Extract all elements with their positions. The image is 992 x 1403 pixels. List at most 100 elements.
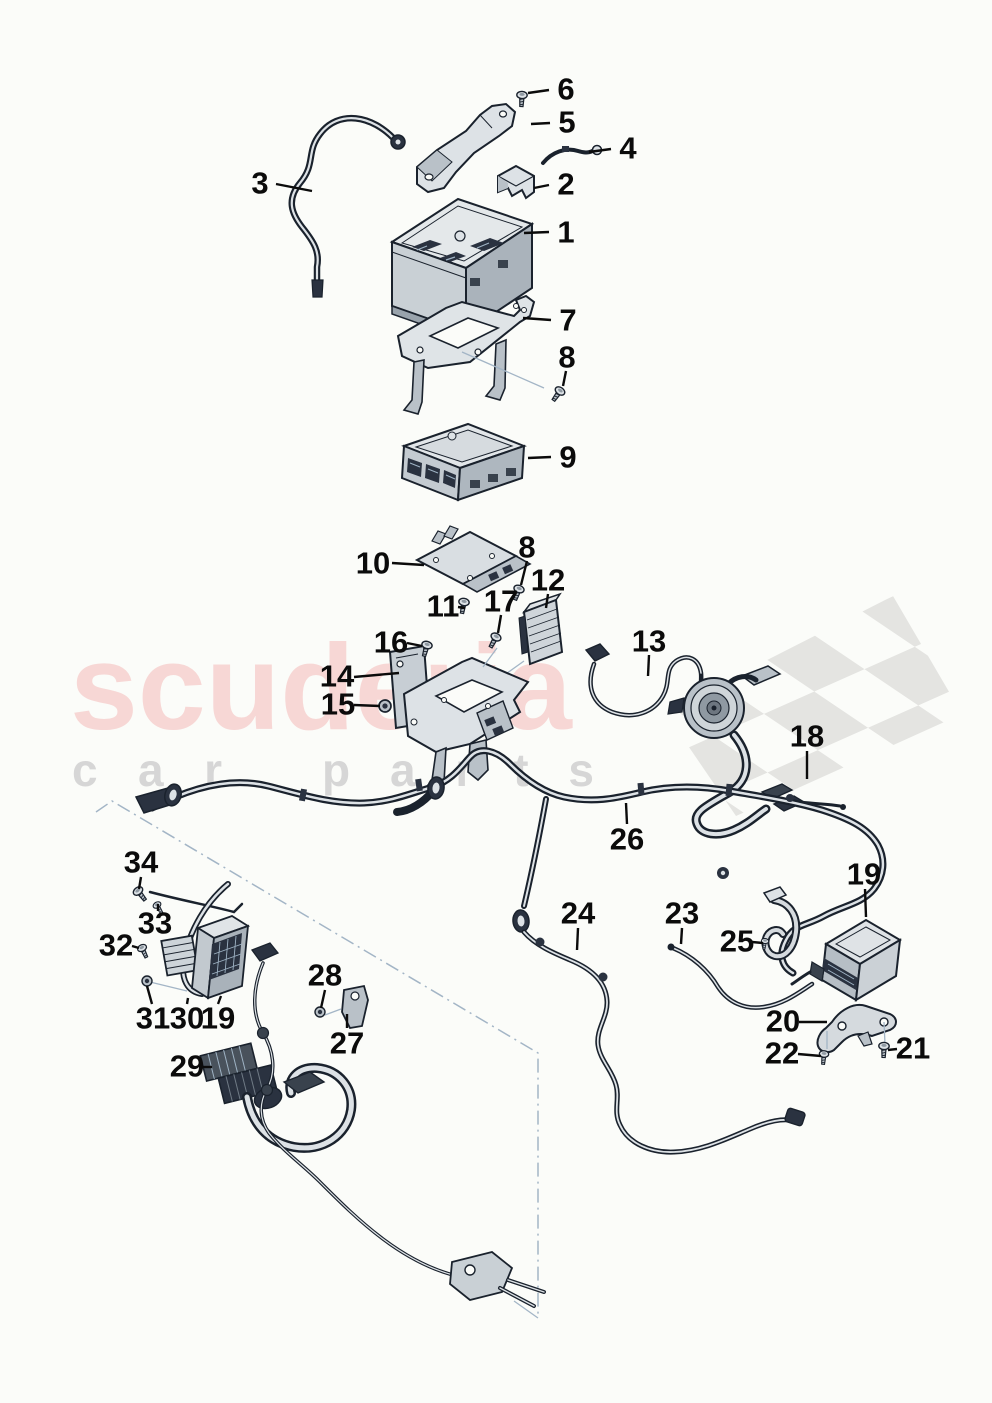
- svg-text:6: 6: [557, 72, 574, 107]
- svg-text:21: 21: [896, 1031, 930, 1066]
- part-harness-lower: [250, 942, 546, 1308]
- callout-29: 29: [170, 1049, 212, 1084]
- part-ground-strap-4: [541, 144, 603, 165]
- callout-3: 3: [251, 166, 313, 201]
- callout-31: 31: [136, 985, 170, 1036]
- callout-11: 11: [427, 589, 466, 624]
- part-bracket-20: [816, 1004, 897, 1054]
- callout-26: 26: [610, 802, 644, 857]
- callout-20: 20: [766, 1004, 827, 1039]
- callout-16: 16: [374, 625, 423, 660]
- svg-text:8: 8: [518, 530, 535, 565]
- svg-text:11: 11: [427, 589, 460, 624]
- callout-12: 12: [531, 563, 565, 609]
- part-hook-bracket-25: [761, 886, 801, 961]
- callout-28: 28: [308, 958, 342, 1009]
- callout-19: 19: [201, 995, 235, 1036]
- watermark-letter: p: [322, 744, 351, 796]
- callout-5: 5: [530, 105, 576, 140]
- part-screw-32: [135, 942, 152, 960]
- part-harness-26: [134, 747, 887, 977]
- callout-34: 34: [124, 845, 159, 890]
- part-module-19-right: [790, 918, 902, 1002]
- callout-10: 10: [356, 546, 425, 581]
- part-retaining-bracket-5: [416, 102, 517, 194]
- svg-text:12: 12: [531, 563, 565, 598]
- svg-text:28: 28: [308, 958, 342, 993]
- part-rod-33: [148, 890, 244, 914]
- part-cable-23: [667, 943, 815, 1010]
- svg-text:18: 18: [790, 719, 824, 754]
- callout-30: 30: [170, 997, 204, 1036]
- part-nut-28: [314, 1006, 326, 1018]
- svg-text:30: 30: [170, 1001, 204, 1036]
- svg-text:7: 7: [559, 303, 576, 338]
- svg-text:9: 9: [559, 440, 576, 475]
- svg-text:34: 34: [124, 845, 159, 880]
- callout-15: 15: [321, 687, 381, 722]
- watermark-letter: a: [138, 744, 164, 796]
- part-cable-24: [521, 929, 806, 1155]
- part-mounting-plate-7: [396, 294, 545, 415]
- svg-text:14: 14: [320, 659, 355, 694]
- svg-text:3: 3: [251, 166, 268, 201]
- callout-9: 9: [527, 440, 577, 475]
- callout-4: 4: [588, 131, 637, 166]
- part-pump-assembly: [667, 665, 782, 739]
- watermark-letter: a: [389, 744, 416, 796]
- part-nut-15: [378, 699, 392, 713]
- callout-22: 22: [765, 1036, 822, 1071]
- callout-25: 25: [720, 924, 764, 959]
- svg-text:24: 24: [561, 896, 596, 931]
- callout-6: 6: [527, 72, 575, 107]
- callout-8: 8: [558, 340, 576, 387]
- callout-21: 21: [887, 1031, 930, 1066]
- part-screw-21: [877, 1041, 891, 1059]
- callout-17: 17: [484, 584, 518, 634]
- part-harness-29: [199, 1042, 357, 1153]
- part-cable-13: [584, 643, 705, 718]
- svg-text:1: 1: [557, 215, 574, 250]
- part-clamp-27: [324, 984, 369, 1029]
- callout-13: 13: [632, 624, 666, 677]
- svg-text:22: 22: [765, 1036, 799, 1071]
- callout-8: 8: [518, 530, 536, 586]
- svg-text:8: 8: [558, 340, 575, 375]
- part-holder-30: [160, 934, 199, 977]
- part-screw-17: [485, 630, 503, 651]
- callout-27: 27: [330, 1014, 364, 1061]
- svg-text:17: 17: [484, 584, 518, 619]
- section-boundary-line: [95, 800, 539, 1319]
- callout-23: 23: [665, 896, 699, 945]
- svg-text:32: 32: [99, 928, 133, 963]
- callout-1: 1: [523, 215, 575, 250]
- svg-text:20: 20: [766, 1004, 800, 1039]
- part-control-module-12: [502, 592, 564, 677]
- part-battery-cable-3: [288, 114, 406, 298]
- callout-2: 2: [533, 167, 575, 202]
- svg-text:33: 33: [138, 906, 172, 941]
- callout-32: 32: [99, 928, 140, 963]
- svg-text:5: 5: [558, 105, 575, 140]
- watermark-letter: c: [72, 744, 98, 796]
- svg-text:23: 23: [665, 896, 699, 931]
- svg-text:31: 31: [136, 1001, 170, 1036]
- part-screw-22: [817, 1049, 830, 1066]
- part-cover-clamp-2: [497, 164, 535, 200]
- callout-19: 19: [847, 857, 881, 918]
- part-screw-6: [515, 90, 529, 108]
- svg-text:19: 19: [201, 1001, 235, 1036]
- callout-24: 24: [561, 896, 596, 951]
- watermark-checkered-flag: [665, 596, 962, 816]
- svg-text:10: 10: [356, 546, 390, 581]
- part-nut-31: [141, 975, 153, 987]
- part-screw-8a: [548, 384, 568, 405]
- callout-7: 7: [522, 303, 577, 338]
- svg-text:13: 13: [632, 624, 666, 659]
- part-control-unit-9: [400, 422, 527, 502]
- part-bracket-10: [414, 525, 532, 593]
